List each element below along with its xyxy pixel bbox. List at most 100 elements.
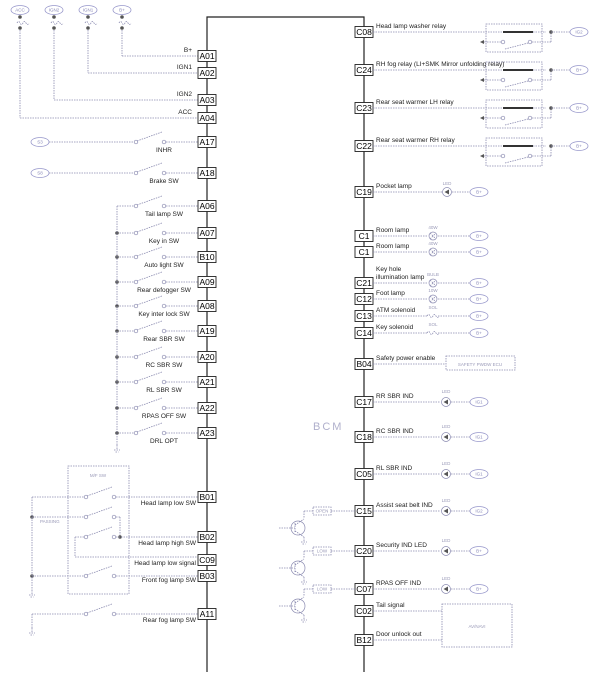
pin-C21-3-code: C21 <box>356 278 372 288</box>
pin-C09-code: C09 <box>199 555 215 565</box>
pin-A20-code: A20 <box>199 352 214 362</box>
relay-2-blade <box>504 118 529 126</box>
switch-10-contact-a <box>133 405 139 411</box>
switch-5-blade <box>136 271 163 282</box>
load-label-6: Key solenoid <box>376 324 414 331</box>
power-fuse-dot2-2 <box>86 26 90 30</box>
lamp-icon-2-x2 <box>429 248 437 256</box>
switch-11-blade <box>136 422 163 433</box>
load-device-label-3: BULB <box>427 272 439 277</box>
relay-source-2-label: B+ <box>576 106 582 111</box>
switch-0-blade <box>136 131 163 142</box>
mf-switch-box <box>67 465 130 595</box>
bcm-body: BCM <box>206 16 365 672</box>
switch-2-contact-b <box>161 203 167 209</box>
relay-1-ground-arrow <box>480 78 484 82</box>
relay-1-box <box>485 61 543 91</box>
pin-C23-code: C23 <box>356 103 372 113</box>
load-source-4-label: B+ <box>476 297 482 302</box>
power-fuse-dot-1 <box>52 15 56 19</box>
pin-A22-code: A22 <box>199 403 214 413</box>
input-source-0-label: S3 <box>37 140 43 145</box>
load-source-5-label: B+ <box>476 314 482 319</box>
relay-label-3: Rear seat warmer RH relay <box>376 137 455 144</box>
relay-3-contact-a <box>500 153 506 159</box>
solenoid-icon-5 <box>426 314 440 318</box>
load-source-0 <box>469 187 489 197</box>
relay-0-contact-a <box>500 39 506 45</box>
pin-A09-box <box>197 276 217 288</box>
rearfog-switch-blade <box>86 603 113 614</box>
pin-C24-code: C24 <box>356 65 372 75</box>
indicator-label-2: RL SBR IND <box>376 465 413 472</box>
mf-label-1: Head lamp high SW <box>138 540 197 547</box>
indicator-device-label-2: LED <box>442 461 452 466</box>
power-signal-label-3: B+ <box>184 47 192 54</box>
switch-0-contact-b <box>161 139 167 145</box>
load-source-4 <box>469 294 489 304</box>
safety-ecu-box <box>445 355 516 371</box>
switch-label-7: Rear SBR SW <box>143 336 185 343</box>
pin-B01-code: B01 <box>199 492 214 502</box>
indicator-source-1-label: IG1 <box>475 435 483 440</box>
pin-A19-code: A19 <box>199 326 214 336</box>
relay-3-contact-b <box>527 153 533 159</box>
relay-source-3 <box>569 141 589 151</box>
switch-6-blade <box>136 295 163 306</box>
pin-C22-code: C22 <box>356 141 372 151</box>
power-source-1-label: IGN2 <box>49 8 60 13</box>
load-device-label-0: LED <box>443 181 453 186</box>
fusible-link-icon-0 <box>16 21 30 25</box>
indicator-device-label-5: LED <box>442 576 452 581</box>
power-fuse-dot2-3 <box>120 26 124 30</box>
pin-A18-box <box>197 167 217 179</box>
switch-3-contact-b <box>161 230 167 236</box>
led-icon-ind-3-diode <box>443 508 448 514</box>
led-icon-ind-5-diode <box>443 586 448 592</box>
switch-9-contact-b <box>161 379 167 385</box>
switch-label-5: Rear defogger SW <box>137 287 192 294</box>
pin-B10-box <box>197 251 217 263</box>
load-device-label-2: 40W <box>428 241 438 246</box>
pin-C17-code: C17 <box>356 397 372 407</box>
indicator-source-4 <box>469 546 489 556</box>
transistor-collector-5 <box>294 596 305 604</box>
lamp-icon-4-x2 <box>429 295 437 303</box>
indicator-source-2-label: IG1 <box>475 472 483 477</box>
load-source-3 <box>469 278 489 288</box>
rearfog-label: Rear fog lamp SW <box>143 617 197 624</box>
mf-label-2: Head lamp low signal <box>134 560 196 567</box>
switch-label-10: RPAS OFF SW <box>142 413 187 420</box>
power-fuse-dot2-1 <box>52 26 56 30</box>
pin-B01-box <box>197 491 217 503</box>
pin-A09-code: A09 <box>199 277 214 287</box>
load-label-0: Pocket lamp <box>376 183 412 190</box>
solenoid-icon-6 <box>426 331 440 335</box>
power-signal-label-0: ACC <box>178 109 192 116</box>
indicator-device-label-3: LED <box>442 498 452 503</box>
relay-source-0 <box>569 27 589 37</box>
switch-label-3: Key in SW <box>149 238 180 245</box>
input-source-1-label: S8 <box>37 171 43 176</box>
switch-label-11: DRL OPT <box>150 438 178 445</box>
relay-2-contact-a <box>500 115 506 121</box>
power-source-2 <box>78 5 98 15</box>
pin-B02-code: B02 <box>199 532 214 542</box>
indicator-label-3: Assist seat belt IND <box>376 502 433 509</box>
indicator-source-4-label: B+ <box>476 549 482 554</box>
switch-11-contact-b <box>161 430 167 436</box>
load-source-2-label: B+ <box>476 250 482 255</box>
led-icon-0-diode <box>444 189 449 195</box>
relay-3-box <box>485 137 543 167</box>
load-source-5 <box>469 311 489 321</box>
switch-7-contact-a <box>133 328 139 334</box>
load-device-label-1: 40W <box>428 225 438 230</box>
mf-label-0: Head lamp low SW <box>141 500 197 507</box>
load-device-label-6: SOL <box>428 322 438 327</box>
indicator-label-5: RPAS OFF IND <box>376 580 421 587</box>
load-source-1-label: B+ <box>476 234 482 239</box>
load-source-6 <box>469 328 489 338</box>
bcm-label: BCM <box>313 421 343 433</box>
pin-C09-box <box>197 554 217 566</box>
pin-A03-box <box>197 94 217 106</box>
